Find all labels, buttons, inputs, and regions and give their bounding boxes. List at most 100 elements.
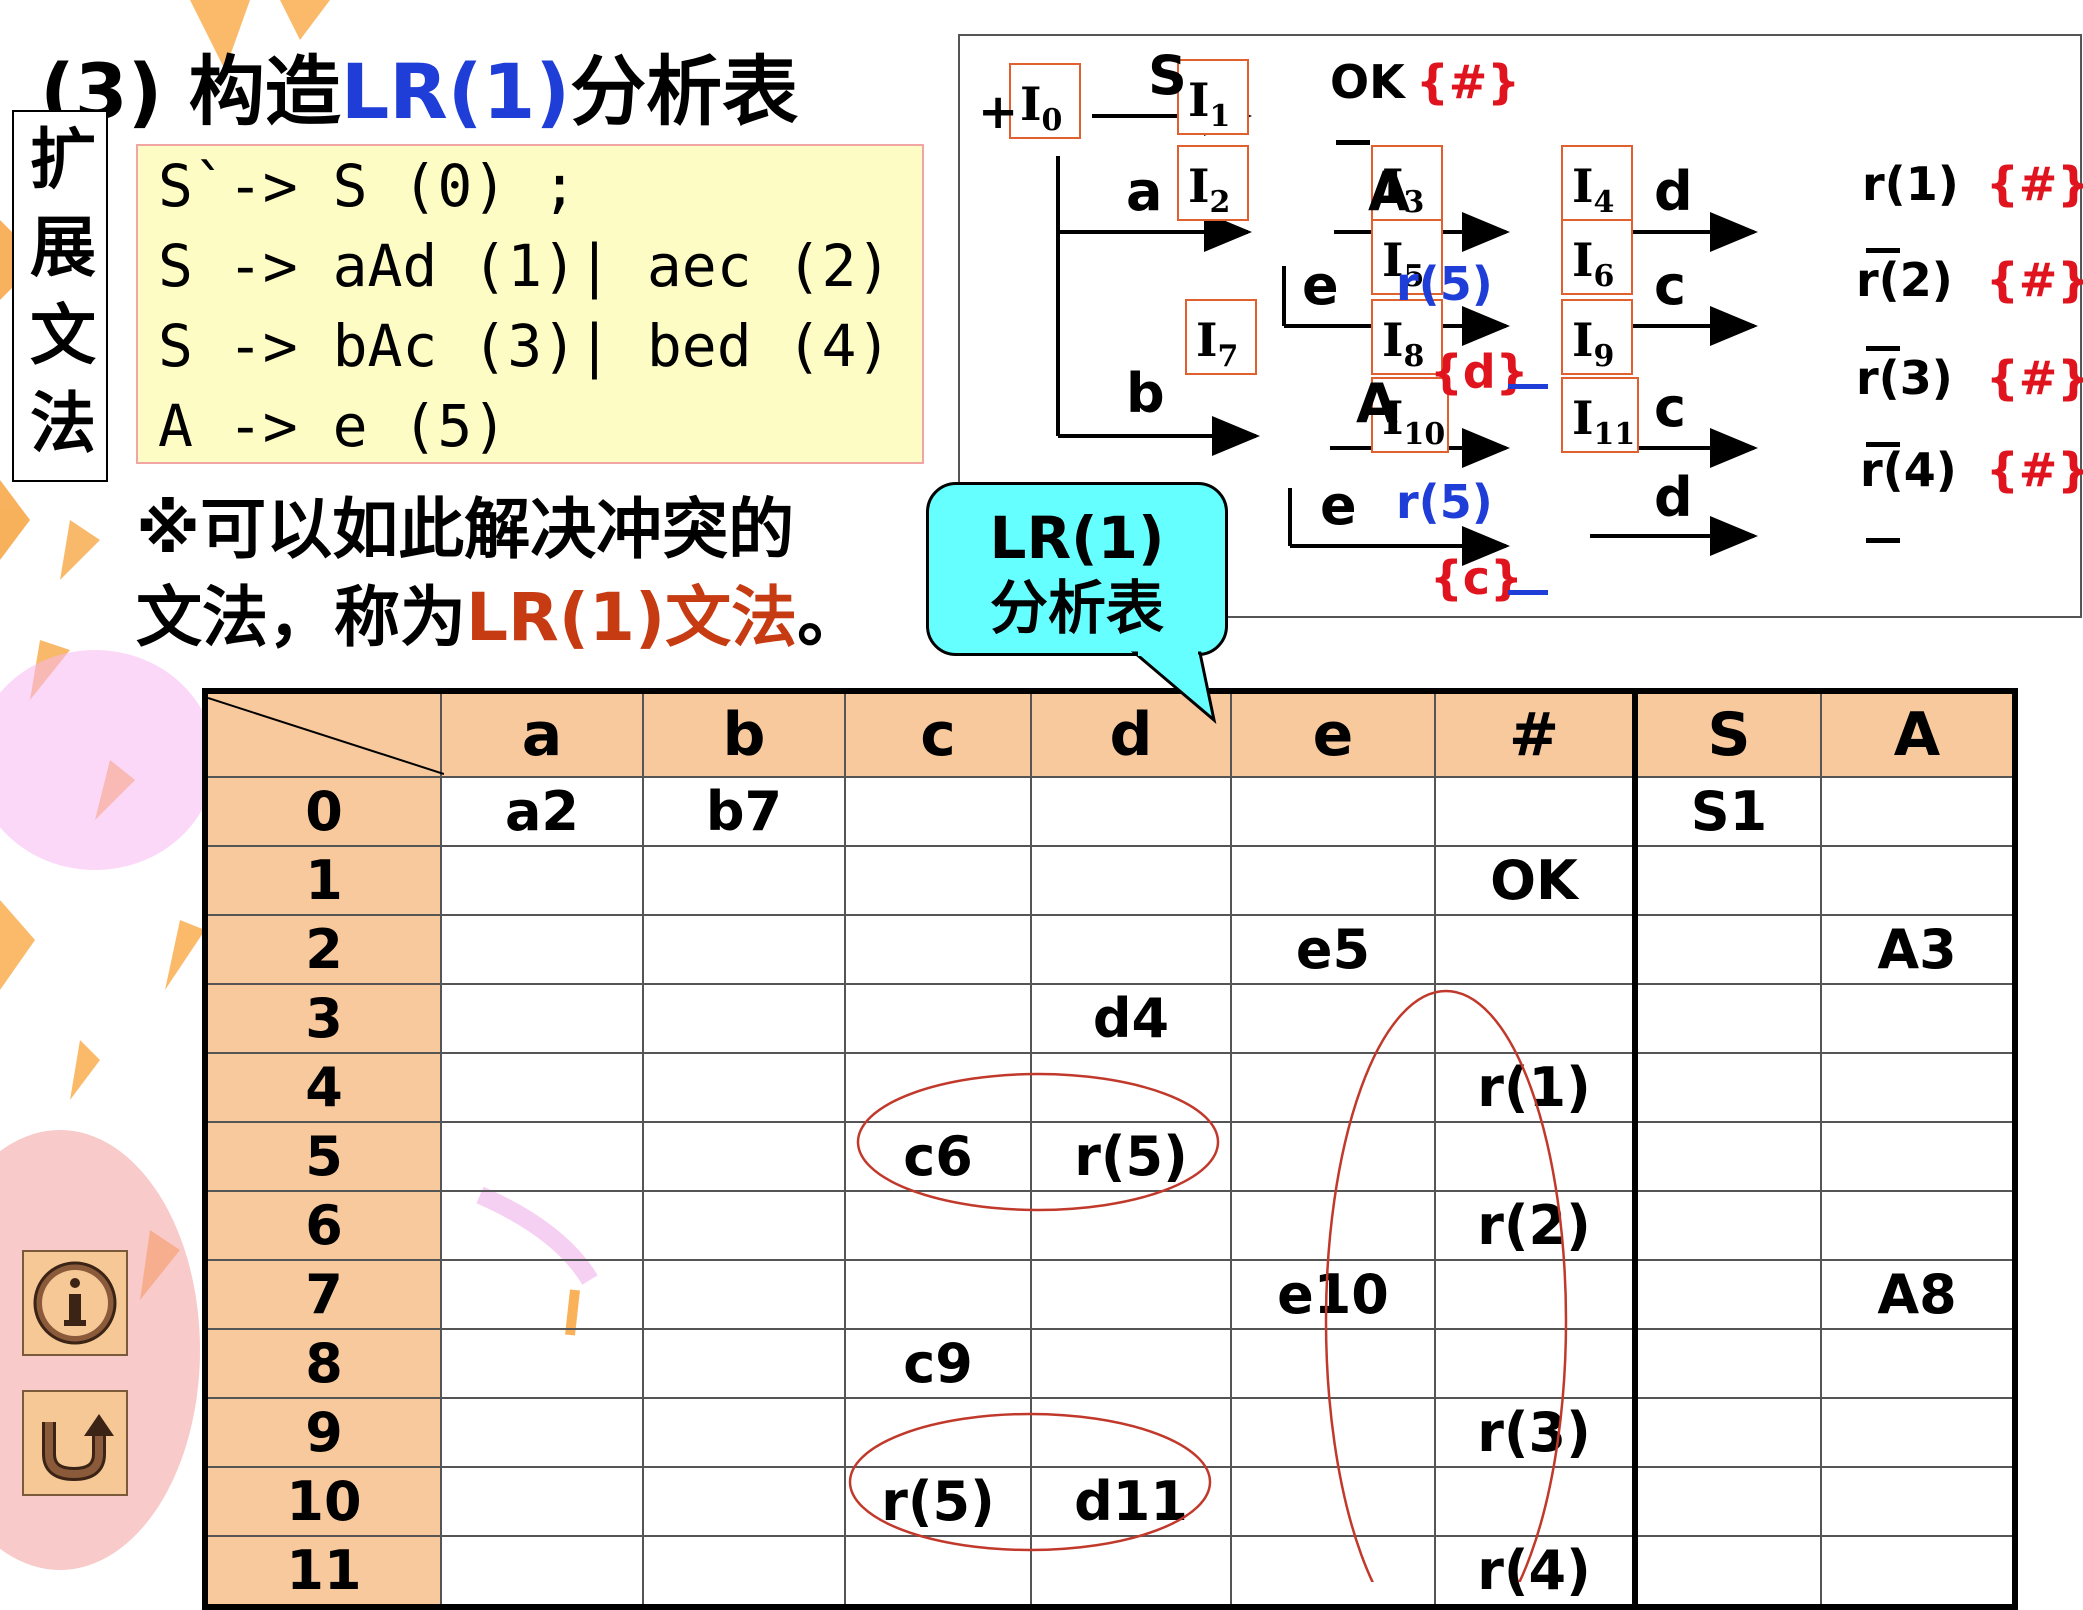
- row-state-label: 10: [204, 1466, 442, 1537]
- table-cell: [1030, 1397, 1232, 1468]
- table-cell: [642, 1397, 846, 1468]
- table-cell: [1434, 1466, 1638, 1537]
- row-state-label: 5: [204, 1121, 442, 1192]
- table-cell: [1030, 1535, 1232, 1608]
- dfa-state-10: I10: [1371, 377, 1449, 453]
- table-cell: [1634, 914, 1822, 985]
- table-cell: b7: [642, 776, 846, 847]
- table-cell: [1634, 1466, 1822, 1537]
- table-cell: [1634, 1190, 1822, 1261]
- table-cell: [1820, 1397, 2016, 1468]
- table-cell: [1030, 914, 1232, 985]
- table-cell: A3: [1820, 914, 2016, 985]
- table-cell: [1820, 776, 2016, 847]
- table-cell: [440, 1397, 644, 1468]
- dfa-dash: [1866, 248, 1900, 253]
- table-cell: A8: [1820, 1259, 2016, 1330]
- table-cell: r(1): [1434, 1052, 1638, 1123]
- note-line-1: ※可以如此解决冲突的: [136, 491, 795, 568]
- column-header-S: S: [1634, 690, 1822, 778]
- note-suffix: 。: [797, 579, 864, 656]
- dfa-state-8: I8: [1371, 299, 1443, 375]
- grammar-box: S`-> S (0) ; S -> aAd (1)| aec (2) S -> …: [136, 144, 924, 464]
- table-cell: r(5): [1030, 1121, 1232, 1192]
- dfa-dash: [1866, 442, 1900, 447]
- table-cell: r(5): [844, 1466, 1032, 1537]
- return-button[interactable]: [22, 1390, 128, 1496]
- table-cell: d11: [1030, 1466, 1232, 1537]
- table-cell: [440, 1535, 644, 1608]
- table-cell: [844, 914, 1032, 985]
- table-cell: [440, 983, 644, 1054]
- dfa-state-11: I11: [1561, 377, 1639, 453]
- table-cell: [1434, 776, 1638, 847]
- dfa-state-label: I4: [1572, 159, 1614, 220]
- table-cell: [1230, 1121, 1436, 1192]
- row-state-label: 2: [204, 914, 442, 985]
- dfa-text: {d}: [1430, 345, 1528, 399]
- table-cell: [1820, 983, 2016, 1054]
- table-cell: [844, 983, 1032, 1054]
- dfa-text: r(3): [1856, 351, 1953, 405]
- table-cell: [1030, 776, 1232, 847]
- dfa-text: e: [1302, 254, 1339, 317]
- column-header-c: c: [844, 690, 1032, 778]
- side-label: 扩展文法: [30, 121, 96, 462]
- note-prefix: 文法，称为: [136, 579, 466, 656]
- table-cell: [1230, 1052, 1436, 1123]
- dfa-dash: [1508, 590, 1548, 595]
- table-cell: OK: [1434, 845, 1638, 916]
- table-cell: [1230, 983, 1436, 1054]
- table-cell: [1030, 1259, 1232, 1330]
- dfa-state-5: I5: [1371, 219, 1443, 295]
- table-cell: [642, 1259, 846, 1330]
- table-cell: [642, 914, 846, 985]
- row-state-label: 11: [204, 1535, 442, 1608]
- info-button[interactable]: [22, 1250, 128, 1356]
- table-cell: [1820, 845, 2016, 916]
- table-cell: [844, 1259, 1032, 1330]
- dfa-text: r(5): [1396, 257, 1493, 311]
- table-cell: [844, 1397, 1032, 1468]
- callout-line-2: 分析表: [989, 574, 1164, 642]
- dfa-text: {#}: [1986, 157, 2083, 211]
- table-cell: a2: [440, 776, 644, 847]
- table-cell: [440, 1328, 644, 1399]
- dfa-text: +: [978, 84, 1018, 140]
- table-cell: [1230, 845, 1436, 916]
- table-cell: [844, 845, 1032, 916]
- return-icon: [42, 1414, 114, 1482]
- table-cell: [642, 845, 846, 916]
- table-cell: r(3): [1434, 1397, 1638, 1468]
- dfa-text: b: [1126, 362, 1165, 425]
- table-cell: [1434, 914, 1638, 985]
- callout-tail: [1130, 650, 1217, 724]
- table-cell: [844, 1535, 1032, 1608]
- dfa-text: {#}: [1986, 253, 2083, 307]
- dfa-text: a: [1126, 160, 1162, 223]
- dfa-text: c: [1654, 254, 1686, 317]
- dfa-state-2: I2: [1177, 145, 1249, 221]
- table-cell: [1230, 776, 1436, 847]
- table-cell: [440, 1190, 644, 1261]
- grammar-line: S`-> S (0) ;: [158, 152, 578, 220]
- column-header-e: e: [1230, 690, 1436, 778]
- table-cell: [1820, 1121, 2016, 1192]
- table-row: 10 r(5)d11: [204, 1466, 2016, 1537]
- table-cell: [440, 1121, 644, 1192]
- table-cell: [1434, 1121, 1638, 1192]
- dfa-text: OK: [1330, 55, 1407, 109]
- dfa-text: c: [1654, 376, 1686, 439]
- table-corner: [204, 690, 444, 778]
- table-cell: [1030, 1190, 1232, 1261]
